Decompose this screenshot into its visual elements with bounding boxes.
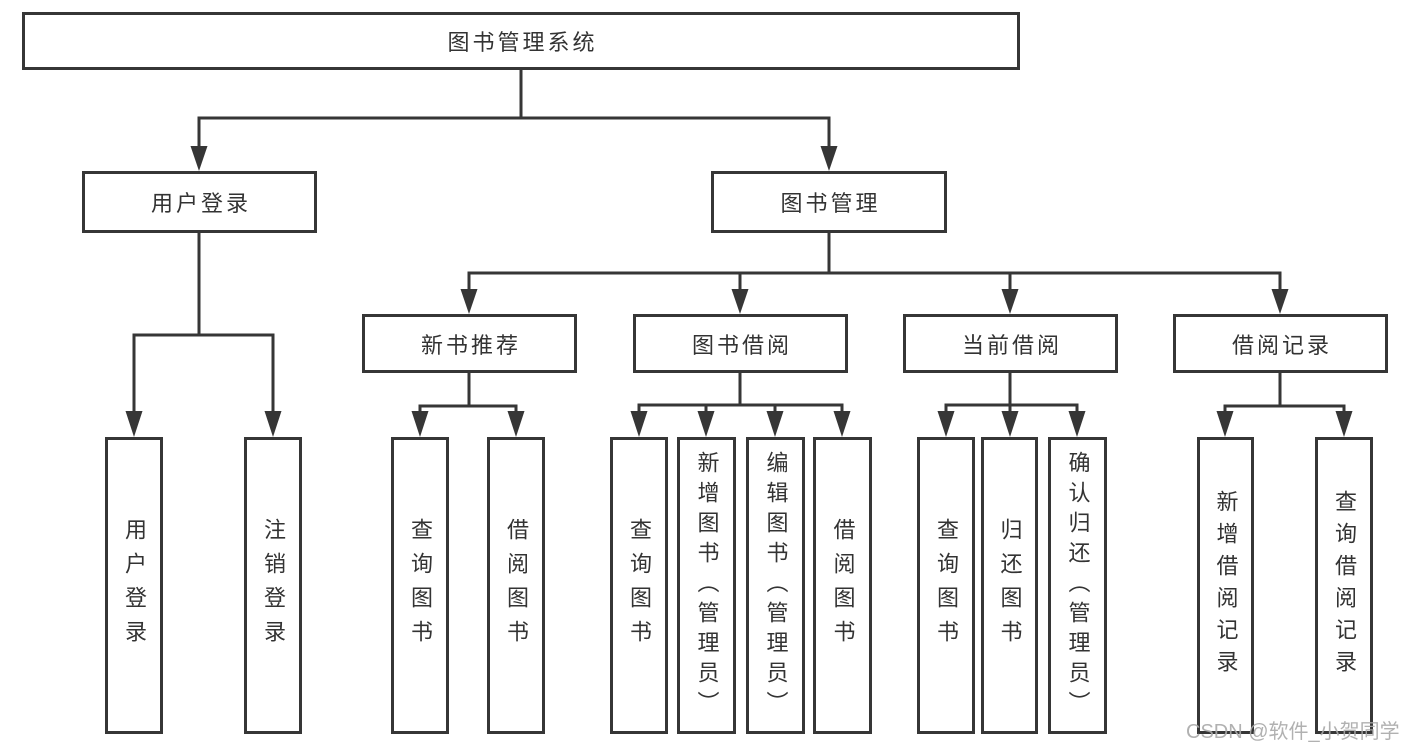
leaf-logout-action: 注销登录: [244, 437, 302, 734]
node-book-borrowing: 图书借阅: [633, 314, 848, 373]
node-book-borrowing-label: 图书借阅: [691, 332, 792, 358]
leaf-query-borrow-record: 查询借阅记录: [1315, 437, 1373, 734]
leaf-edit-book-admin: 编辑图书（管理员）: [746, 437, 805, 734]
leaf-edit-book-admin-label: 编辑图书（管理员）: [763, 450, 789, 721]
leaf-return-book-label: 归还图书: [997, 517, 1023, 654]
connector-root-to-level2: [197, 70, 831, 147]
node-library-management-system-label: 图书管理系统: [447, 30, 598, 55]
leaf-user-login-action: 用户登录: [105, 437, 163, 734]
node-new-book-recommend: 新书推荐: [362, 314, 577, 373]
leaf-query-books-current-label: 查询图书: [934, 517, 959, 654]
node-user-login-label: 用户登录: [150, 191, 251, 216]
arrowheads: [125, 146, 1353, 437]
node-book-management: 图书管理: [711, 171, 947, 233]
connector-book-management: [467, 233, 1282, 291]
leaf-borrow-book-borrowing: 借阅图书: [813, 437, 872, 734]
leaf-add-book-admin: 新增图书（管理员）: [677, 437, 736, 734]
node-library-management-system: 图书管理系统: [22, 12, 1020, 70]
leaf-logout-action-label: 注销登录: [261, 517, 286, 654]
leaf-borrow-book-recommend: 借阅图书: [487, 437, 545, 734]
node-book-management-label: 图书管理: [780, 191, 881, 216]
connector-book-borrowing: [637, 373, 844, 414]
node-current-borrowing-label: 当前借阅: [961, 332, 1062, 358]
leaf-add-borrow-record: 新增借阅记录: [1197, 437, 1254, 734]
leaf-add-book-admin-label: 新增图书（管理员）: [694, 450, 720, 721]
leaf-query-books-borrowing-label: 查询图书: [627, 517, 652, 654]
node-borrowing-records-label: 借阅记录: [1231, 332, 1332, 358]
connector-current-borrowing: [944, 373, 1079, 414]
leaf-add-borrow-record-label: 新增借阅记录: [1213, 489, 1239, 682]
leaf-user-login-action-label: 用户登录: [122, 517, 147, 654]
leaf-borrow-book-borrowing-label: 借阅图书: [830, 517, 856, 654]
leaf-confirm-return-admin-label: 确认归还（管理员）: [1065, 450, 1091, 721]
csdn-watermark: CSDN @软件_小贺同学: [1186, 721, 1400, 743]
node-new-book-recommend-label: 新书推荐: [420, 332, 521, 358]
node-user-login: 用户登录: [82, 171, 317, 233]
leaf-query-borrow-record-label: 查询借阅记录: [1332, 489, 1357, 682]
connector-borrowing-records: [1223, 373, 1346, 414]
leaf-query-books-recommend-label: 查询图书: [408, 517, 433, 654]
leaf-query-books-borrowing: 查询图书: [610, 437, 668, 734]
connector-user-login: [132, 233, 275, 413]
connector-new-book-recommend: [418, 373, 518, 414]
leaf-query-books-recommend: 查询图书: [391, 437, 449, 734]
leaf-borrow-book-recommend-label: 借阅图书: [504, 517, 529, 654]
leaf-confirm-return-admin: 确认归还（管理员）: [1048, 437, 1107, 734]
leaf-return-book: 归还图书: [981, 437, 1038, 734]
node-current-borrowing: 当前借阅: [903, 314, 1118, 373]
node-borrowing-records: 借阅记录: [1173, 314, 1388, 373]
leaf-query-books-current: 查询图书: [917, 437, 975, 734]
